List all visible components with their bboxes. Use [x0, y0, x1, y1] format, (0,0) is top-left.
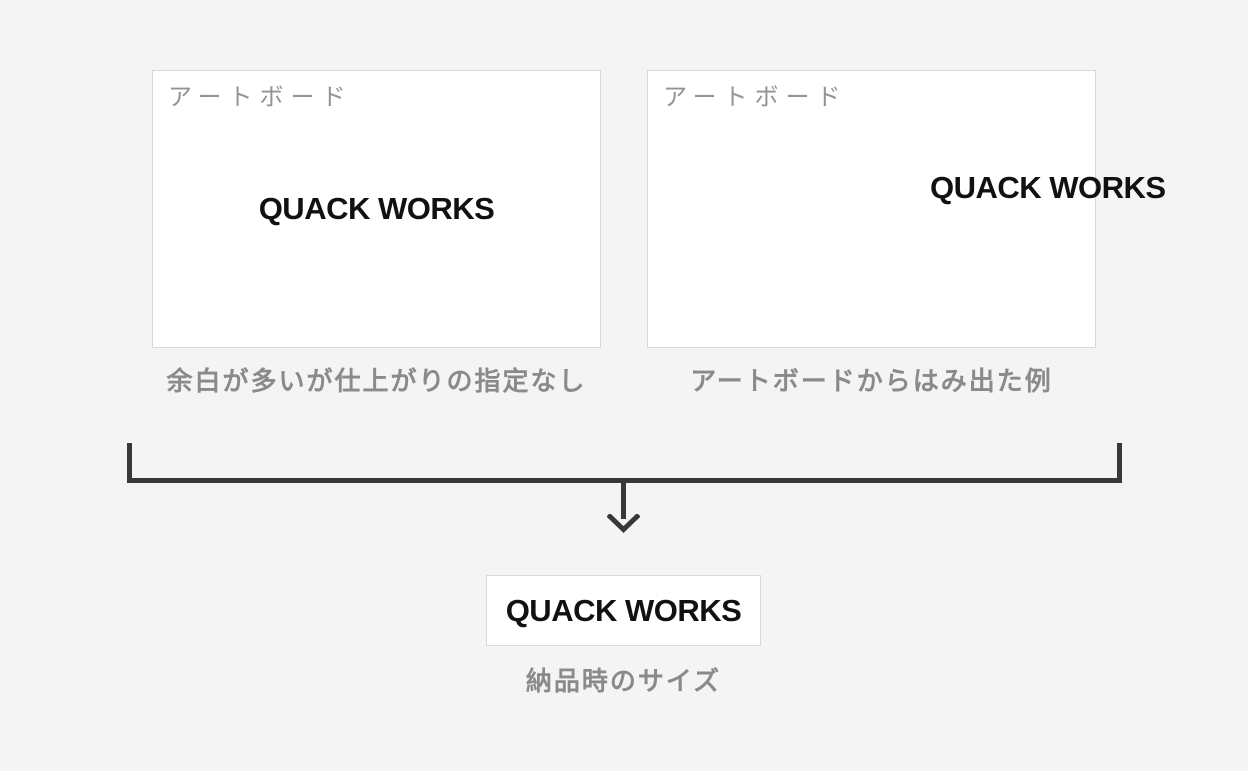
down-arrow-icon — [607, 514, 640, 533]
artboard-left-label: アートボード — [168, 84, 353, 111]
quackworks-logo-right-overflowing: QUACK WORKS — [930, 170, 1166, 205]
quackworks-logo-left: QUACK WORKS — [258, 191, 495, 226]
down-arrow-stem — [621, 483, 626, 519]
merge-bracket-right-tick — [1117, 443, 1122, 483]
artboard-left: アートボード QUACK WORKS — [152, 70, 601, 348]
artboard-right-label: アートボード — [663, 84, 848, 111]
artboard-right: アートボード QUACK WORKS — [647, 70, 1166, 348]
merge-bracket-horizontal — [127, 478, 1122, 483]
delivered-logo-box: QUACK WORKS — [486, 575, 761, 646]
quackworks-logo-delivered: QUACK WORKS — [505, 592, 742, 628]
caption-left: 余白が多いが仕上がりの指定なし — [166, 366, 587, 396]
merge-bracket-left-tick — [127, 443, 132, 483]
caption-delivered-size: 納品時のサイズ — [525, 666, 722, 696]
caption-right: アートボードからはみ出た例 — [690, 366, 1053, 396]
